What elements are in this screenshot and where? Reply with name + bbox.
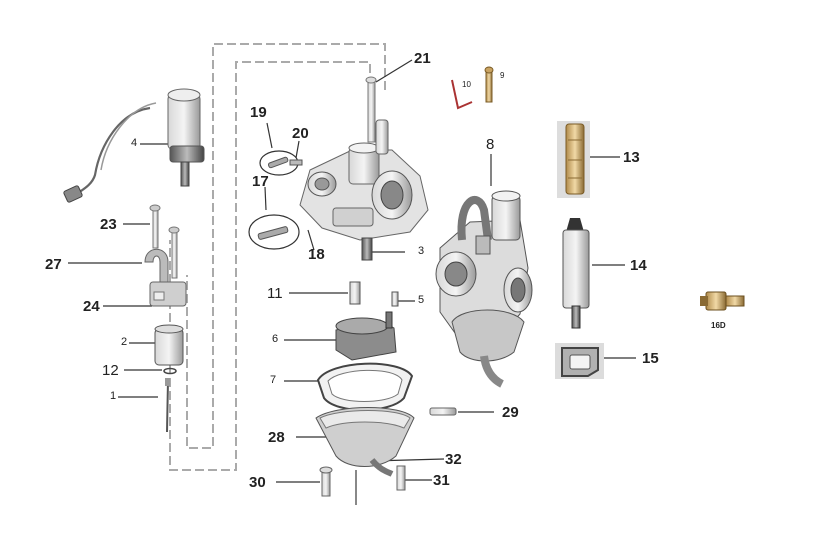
carburetor-assembly-part	[435, 190, 533, 388]
part-label-2: 2	[121, 336, 128, 348]
part-label-4: 4	[131, 137, 138, 149]
part-label-1: 1	[110, 390, 117, 402]
part-label-12: 12	[102, 362, 119, 379]
part-label-32: 32	[445, 451, 462, 468]
fitting-16d-part	[700, 291, 745, 311]
cable-bracket-parts	[144, 204, 187, 307]
part-label-21: 21	[414, 50, 431, 67]
part-label-14: 14	[630, 257, 647, 274]
pilot-screw-callouts	[248, 150, 303, 250]
part-label-3: 3	[418, 245, 425, 257]
part-label-20: 20	[292, 125, 309, 142]
part-label-6: 6	[272, 333, 279, 345]
part-label-16d: 16D	[711, 321, 726, 330]
part-label-19: 19	[250, 104, 267, 121]
part-label-29: 29	[502, 404, 519, 421]
float-bowl-parts	[315, 311, 457, 505]
part-label-7: 7	[270, 374, 277, 386]
emulsion-tube-part	[562, 218, 590, 329]
throttle-slide-needle-parts	[154, 324, 184, 433]
dashed-hose-outline	[169, 43, 386, 471]
adjust-tools-parts	[451, 66, 494, 110]
gasket-part	[555, 343, 604, 379]
part-label-15: 15	[642, 350, 659, 367]
part-label-31: 31	[433, 472, 450, 489]
part-label-8: 8	[486, 136, 495, 153]
part-label-11: 11	[267, 285, 283, 302]
part-label-10: 10	[462, 80, 471, 89]
part-label-9: 9	[500, 71, 505, 80]
part-label-18: 18	[308, 246, 325, 263]
part-label-13: 13	[623, 149, 640, 166]
leader-lines	[68, 59, 636, 483]
part-label-5: 5	[418, 294, 425, 306]
part-label-27: 27	[45, 256, 62, 273]
choke-solenoid-part	[63, 88, 205, 203]
part-label-30: 30	[249, 474, 266, 491]
long-adjust-screw-part	[365, 76, 377, 143]
part-label-23: 23	[100, 216, 117, 233]
carburetor-body-part	[299, 119, 429, 307]
main-jet-part	[557, 121, 590, 198]
part-label-28: 28	[268, 429, 285, 446]
part-label-24: 24	[83, 298, 100, 315]
part-label-17: 17	[252, 173, 269, 190]
